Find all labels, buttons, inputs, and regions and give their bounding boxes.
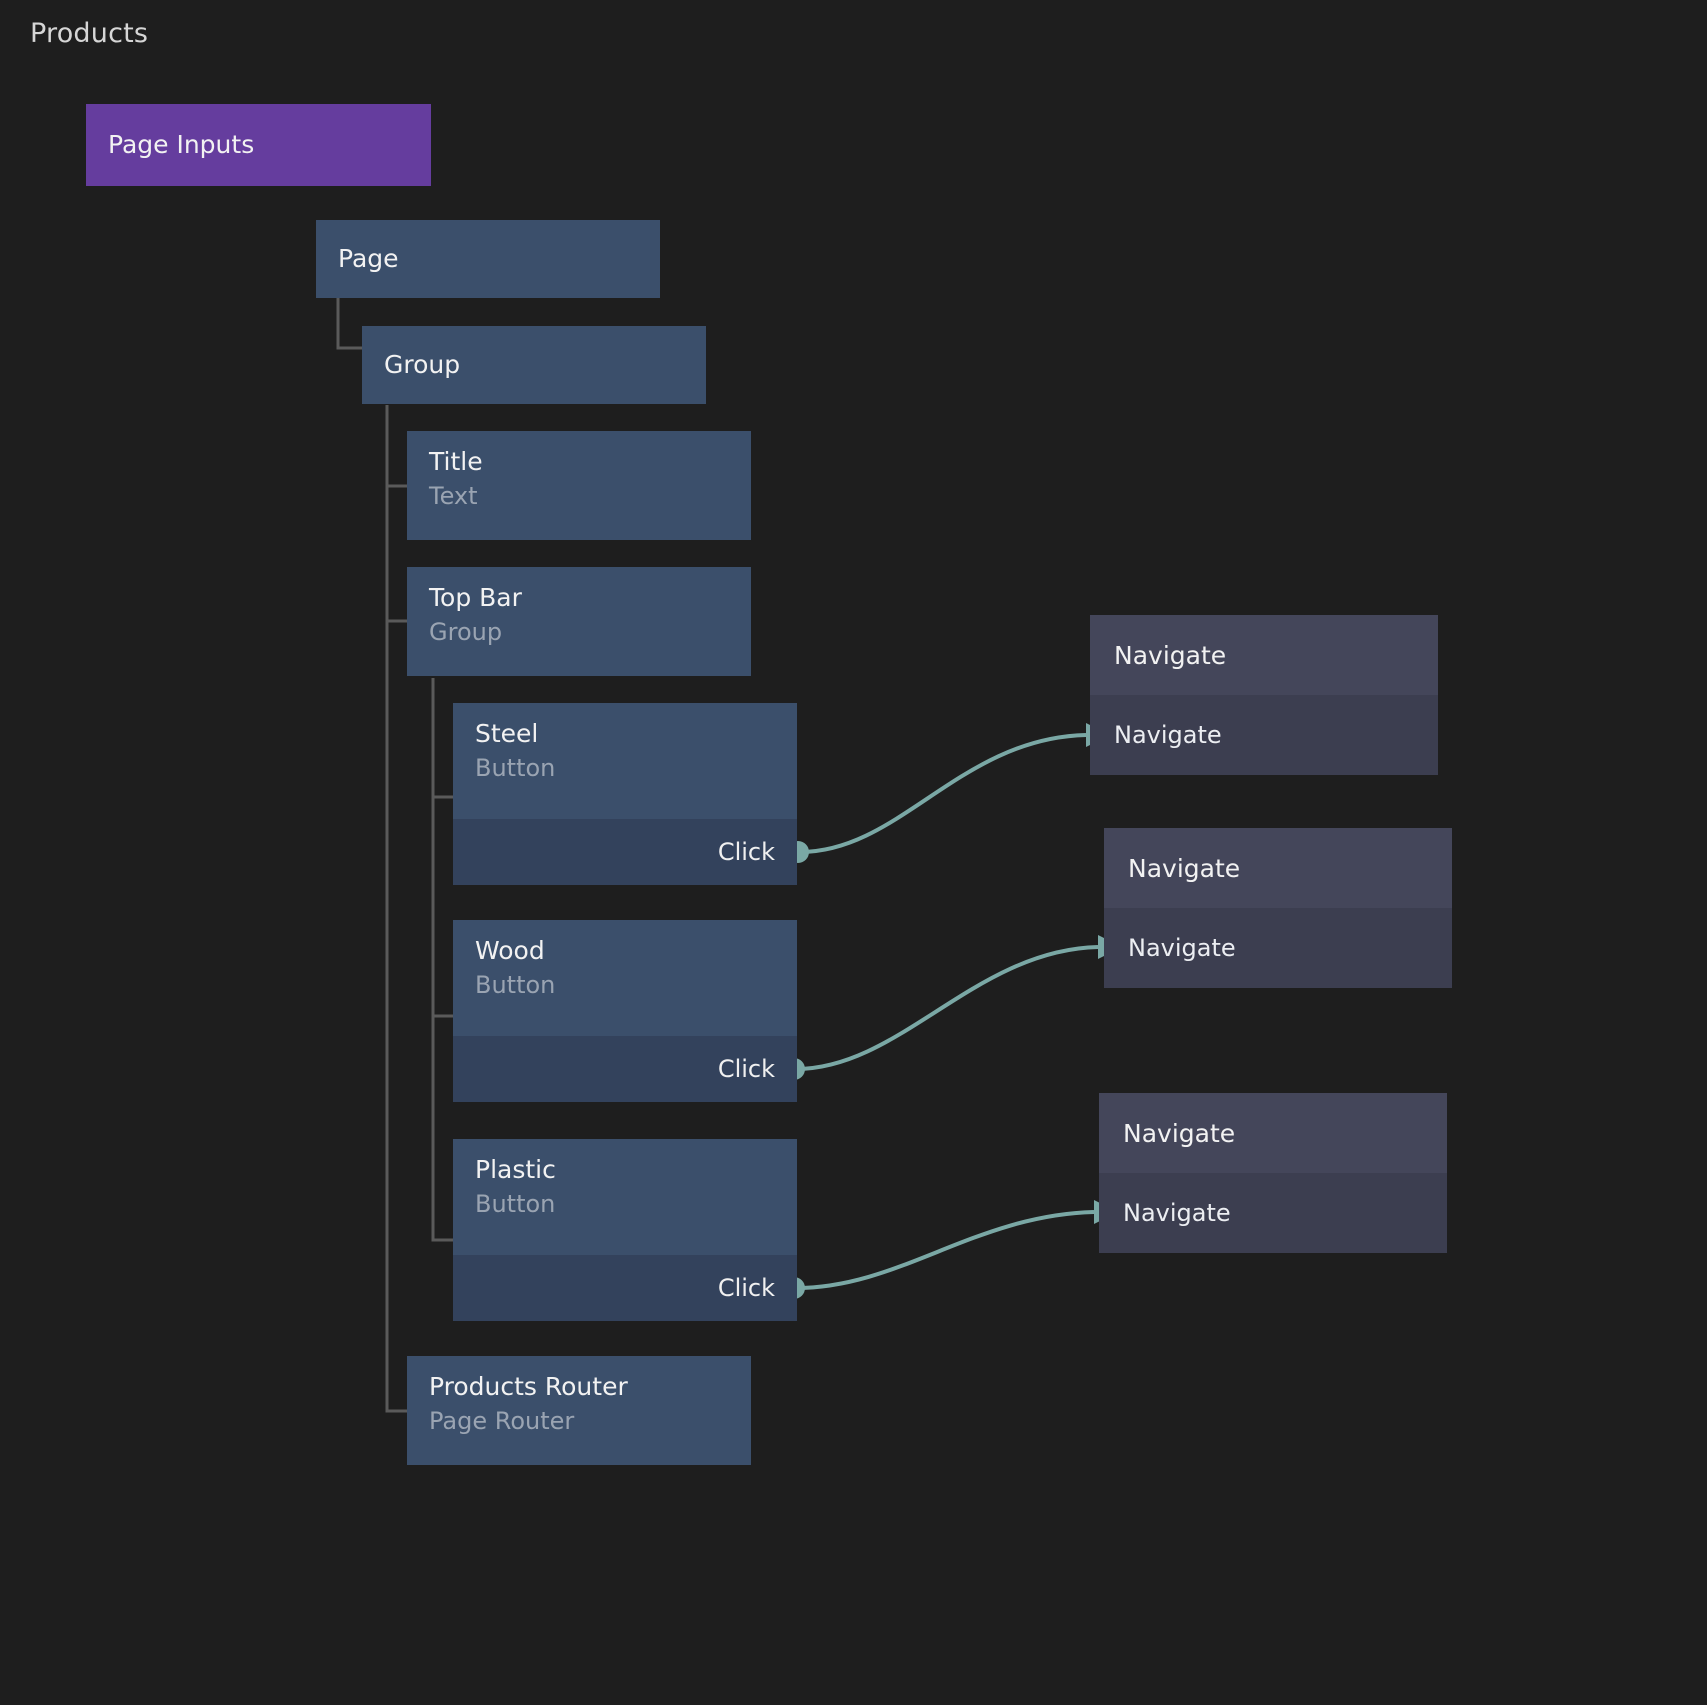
- node-wood-click-label: Click: [717, 1055, 775, 1083]
- node-wood-click-row[interactable]: Click: [453, 1036, 797, 1102]
- node-navigate-2-header[interactable]: Navigate: [1104, 828, 1452, 908]
- node-steel-click-label: Click: [717, 838, 775, 866]
- node-plastic-click-row[interactable]: Click: [453, 1255, 797, 1321]
- node-wood-button[interactable]: Wood Button Click: [453, 920, 797, 1102]
- page-title: Products: [30, 18, 149, 49]
- node-navigate-3-header-label: Navigate: [1123, 1118, 1236, 1148]
- node-navigate-2-header-label: Navigate: [1128, 853, 1241, 883]
- node-plastic-button[interactable]: Plastic Button Click: [453, 1139, 797, 1321]
- node-navigate-1-header-label: Navigate: [1114, 640, 1227, 670]
- node-products-router-title: Products Router: [429, 1372, 628, 1401]
- node-wood-button-subtitle: Button: [475, 971, 556, 999]
- tree-line-group-trunk: [385, 405, 407, 1413]
- node-navigate-2[interactable]: Navigate Navigate: [1104, 828, 1452, 988]
- node-plastic-click-label: Click: [717, 1274, 775, 1302]
- node-steel-button-title: Steel: [475, 719, 539, 748]
- node-steel-click-row[interactable]: Click: [453, 819, 797, 885]
- node-navigate-3-row-label: Navigate: [1123, 1199, 1231, 1227]
- node-title-text-title: Title: [429, 447, 483, 476]
- tree-line-page-group: [336, 298, 362, 350]
- node-plastic-button-subtitle: Button: [475, 1190, 556, 1218]
- node-steel-button[interactable]: Steel Button Click: [453, 703, 797, 885]
- node-group[interactable]: Group: [362, 326, 706, 404]
- node-navigate-2-row-label: Navigate: [1128, 934, 1236, 962]
- connector-wood-click-to-navigate-2: [795, 945, 1099, 1071]
- node-navigate-3[interactable]: Navigate Navigate: [1099, 1093, 1447, 1253]
- connector-steel-click-to-navigate-1: [799, 733, 1087, 854]
- node-products-router-subtitle: Page Router: [429, 1407, 575, 1435]
- node-top-bar-subtitle: Group: [429, 618, 503, 646]
- node-navigate-2-row[interactable]: Navigate: [1104, 908, 1452, 988]
- node-page-title: Page: [338, 244, 399, 273]
- node-page-inputs-title: Page Inputs: [108, 130, 255, 159]
- node-navigate-1-row-label: Navigate: [1114, 721, 1222, 749]
- tree-line-topbar-trunk: [431, 678, 453, 1242]
- node-title-text-subtitle: Text: [429, 482, 478, 510]
- connector-plastic-click-to-navigate-3: [795, 1210, 1095, 1290]
- node-navigate-3-row[interactable]: Navigate: [1099, 1173, 1447, 1253]
- node-page[interactable]: Page: [316, 220, 660, 298]
- node-title-text[interactable]: Title Text: [407, 431, 751, 540]
- node-navigate-1-header[interactable]: Navigate: [1090, 615, 1438, 695]
- node-top-bar-title: Top Bar: [429, 583, 522, 612]
- node-wood-button-title: Wood: [475, 936, 545, 965]
- node-products-router[interactable]: Products Router Page Router: [407, 1356, 751, 1465]
- node-top-bar[interactable]: Top Bar Group: [407, 567, 751, 676]
- node-navigate-3-header[interactable]: Navigate: [1099, 1093, 1447, 1173]
- node-steel-button-subtitle: Button: [475, 754, 556, 782]
- node-plastic-button-title: Plastic: [475, 1155, 556, 1184]
- node-navigate-1-row[interactable]: Navigate: [1090, 695, 1438, 775]
- node-group-title: Group: [384, 350, 461, 379]
- node-page-inputs[interactable]: Page Inputs: [86, 104, 431, 186]
- node-navigate-1[interactable]: Navigate Navigate: [1090, 615, 1438, 775]
